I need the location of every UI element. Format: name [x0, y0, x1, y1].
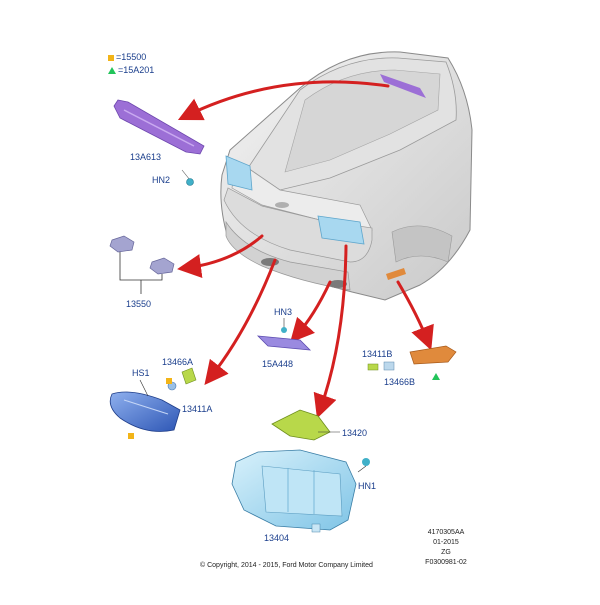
label-hs1: HS1	[132, 368, 150, 378]
label-13550: 13550	[126, 299, 152, 309]
part-side-marker	[367, 345, 457, 380]
label-hn2: HN2	[152, 175, 171, 185]
car-right-lamp-highlight	[317, 215, 365, 245]
leader-arrows	[177, 80, 434, 419]
legend-item-square: =15500	[108, 52, 146, 63]
diagram-meta: 4170305AA 01-2015 ZG F0300981-02	[418, 528, 474, 568]
part-reflectors	[109, 235, 175, 294]
meta-line-3: ZG	[441, 549, 451, 556]
label-13411A: 13411A	[182, 404, 213, 414]
arrow-reflector	[177, 234, 264, 278]
arrow-left-lamp	[204, 258, 277, 386]
arrow-right-lamp	[313, 244, 348, 419]
label-13A613: 13A613	[130, 152, 162, 162]
label-13404: 13404	[264, 533, 290, 543]
copyright-notice: © Copyright, 2014 - 2015, Ford Motor Com…	[200, 562, 373, 569]
label-hn1: HN1	[358, 481, 377, 491]
label-13466A: 13466A	[162, 357, 194, 367]
meta-line-2: 01-2015	[433, 539, 459, 546]
arrow-side-marker	[396, 280, 434, 351]
car-body	[220, 51, 473, 301]
label-13420: 13420	[342, 428, 368, 438]
part-bulb-socket	[271, 409, 340, 441]
part-right-tail-lamp	[231, 449, 370, 533]
legend-item-triangle: =15A201	[108, 65, 154, 76]
meta-line-4: F0300981-02	[425, 559, 467, 566]
car-spoiler-highlight	[380, 74, 426, 98]
arrow-license-lamp	[289, 280, 332, 343]
meta-line-1: 4170305AA	[427, 529, 465, 536]
part-left-tail-lamp	[109, 367, 197, 439]
label-13466B: 13466B	[384, 377, 416, 387]
label-15A448: 15A448	[262, 359, 294, 369]
square-legend-icon	[108, 54, 114, 61]
arrow-spoiler	[177, 80, 390, 121]
car-side-marker-highlight	[386, 268, 406, 280]
part-spoiler	[113, 99, 205, 155]
car-left-lamp-highlight	[225, 155, 253, 191]
label-hn3: HN3	[274, 307, 293, 317]
part-license-lamp	[256, 318, 312, 351]
part-hn2-nut	[181, 169, 194, 186]
triangle-legend-icon	[108, 67, 116, 75]
label-13411B: 13411B	[362, 349, 393, 359]
